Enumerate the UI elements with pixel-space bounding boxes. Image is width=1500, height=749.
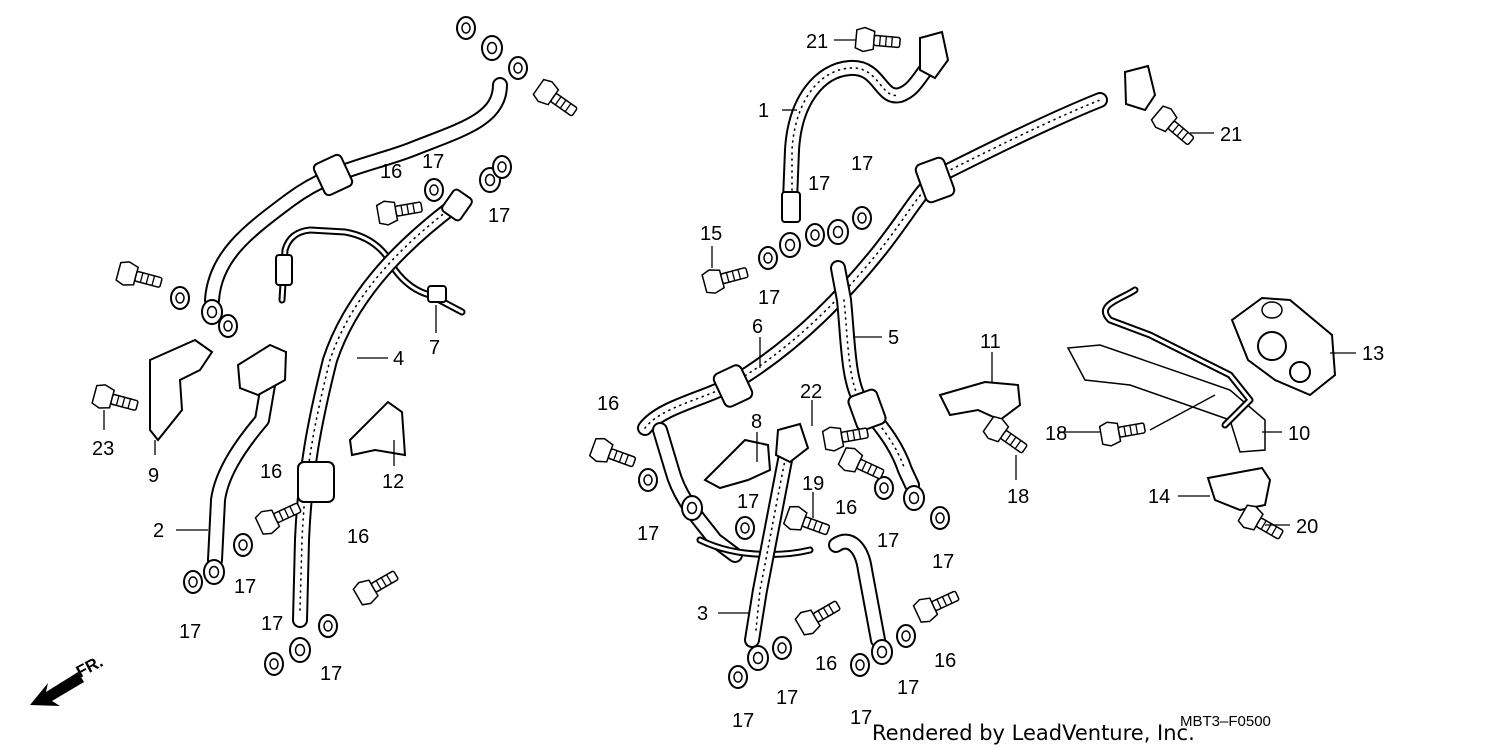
left-assembly: [90, 16, 583, 676]
render-credit: Rendered by LeadVenture, Inc.: [872, 721, 1195, 745]
callout-17p: 17: [732, 710, 754, 732]
front-direction-marker: FR.: [30, 652, 106, 706]
callout-16d: 16: [597, 393, 619, 415]
callout-19: 19: [802, 473, 824, 495]
callout-17q: 17: [850, 707, 872, 729]
callout-17g: 17: [808, 173, 830, 195]
callout-16e: 16: [835, 497, 857, 519]
callout-17n: 17: [776, 687, 798, 709]
callout-17f: 17: [320, 663, 342, 685]
callout-15: 15: [700, 223, 722, 245]
callout-22: 22: [800, 381, 822, 403]
callout-labels: 1 2 3 4 5 6 7 8 9 10 11 12 13 14 15 16 1…: [92, 31, 1384, 732]
callout-17m: 17: [932, 551, 954, 573]
callout-18b: 18: [1007, 486, 1029, 508]
callout-16f: 16: [815, 653, 837, 675]
right-assembly: [587, 26, 1337, 689]
callout-14: 14: [1148, 486, 1170, 508]
callout-3: 3: [697, 603, 708, 625]
footer: Rendered by LeadVenture, Inc. MBT3–F0500: [872, 713, 1271, 745]
callout-1: 1: [758, 100, 769, 122]
callout-17b: 17: [488, 205, 510, 227]
callout-16b: 16: [260, 461, 282, 483]
callout-6: 6: [752, 316, 763, 338]
callout-13: 13: [1362, 343, 1384, 365]
callout-17c: 17: [234, 576, 256, 598]
callout-11: 11: [980, 331, 1001, 353]
callout-17o: 17: [897, 677, 919, 699]
callout-20: 20: [1296, 516, 1318, 538]
callout-7: 7: [429, 337, 440, 359]
leader-lines: [103, 39, 1356, 614]
callout-2: 2: [153, 520, 164, 542]
diagram-code: MBT3–F0500: [1180, 713, 1271, 730]
callout-5: 5: [888, 327, 899, 349]
front-direction-arrow-icon: [30, 672, 84, 706]
callout-17a: 17: [422, 151, 444, 173]
callout-8: 8: [751, 411, 762, 433]
callout-23: 23: [92, 438, 114, 460]
callout-21b: 21: [1220, 124, 1242, 146]
callout-17d: 17: [179, 621, 201, 643]
callout-17h: 17: [851, 153, 873, 175]
callout-9: 9: [148, 465, 159, 487]
callout-17e: 17: [261, 613, 283, 635]
callout-21a: 21: [806, 31, 828, 53]
callout-16g: 16: [934, 650, 956, 672]
callout-17l: 17: [877, 530, 899, 552]
callout-17k: 17: [737, 491, 759, 513]
callout-12: 12: [382, 471, 404, 493]
callout-16a: 16: [380, 161, 402, 183]
callout-17j: 17: [637, 523, 659, 545]
callout-16c: 16: [347, 526, 369, 548]
callout-10: 10: [1288, 423, 1310, 445]
callout-18a: 18: [1045, 423, 1067, 445]
callout-4: 4: [393, 348, 404, 370]
callout-17i: 17: [758, 287, 780, 309]
